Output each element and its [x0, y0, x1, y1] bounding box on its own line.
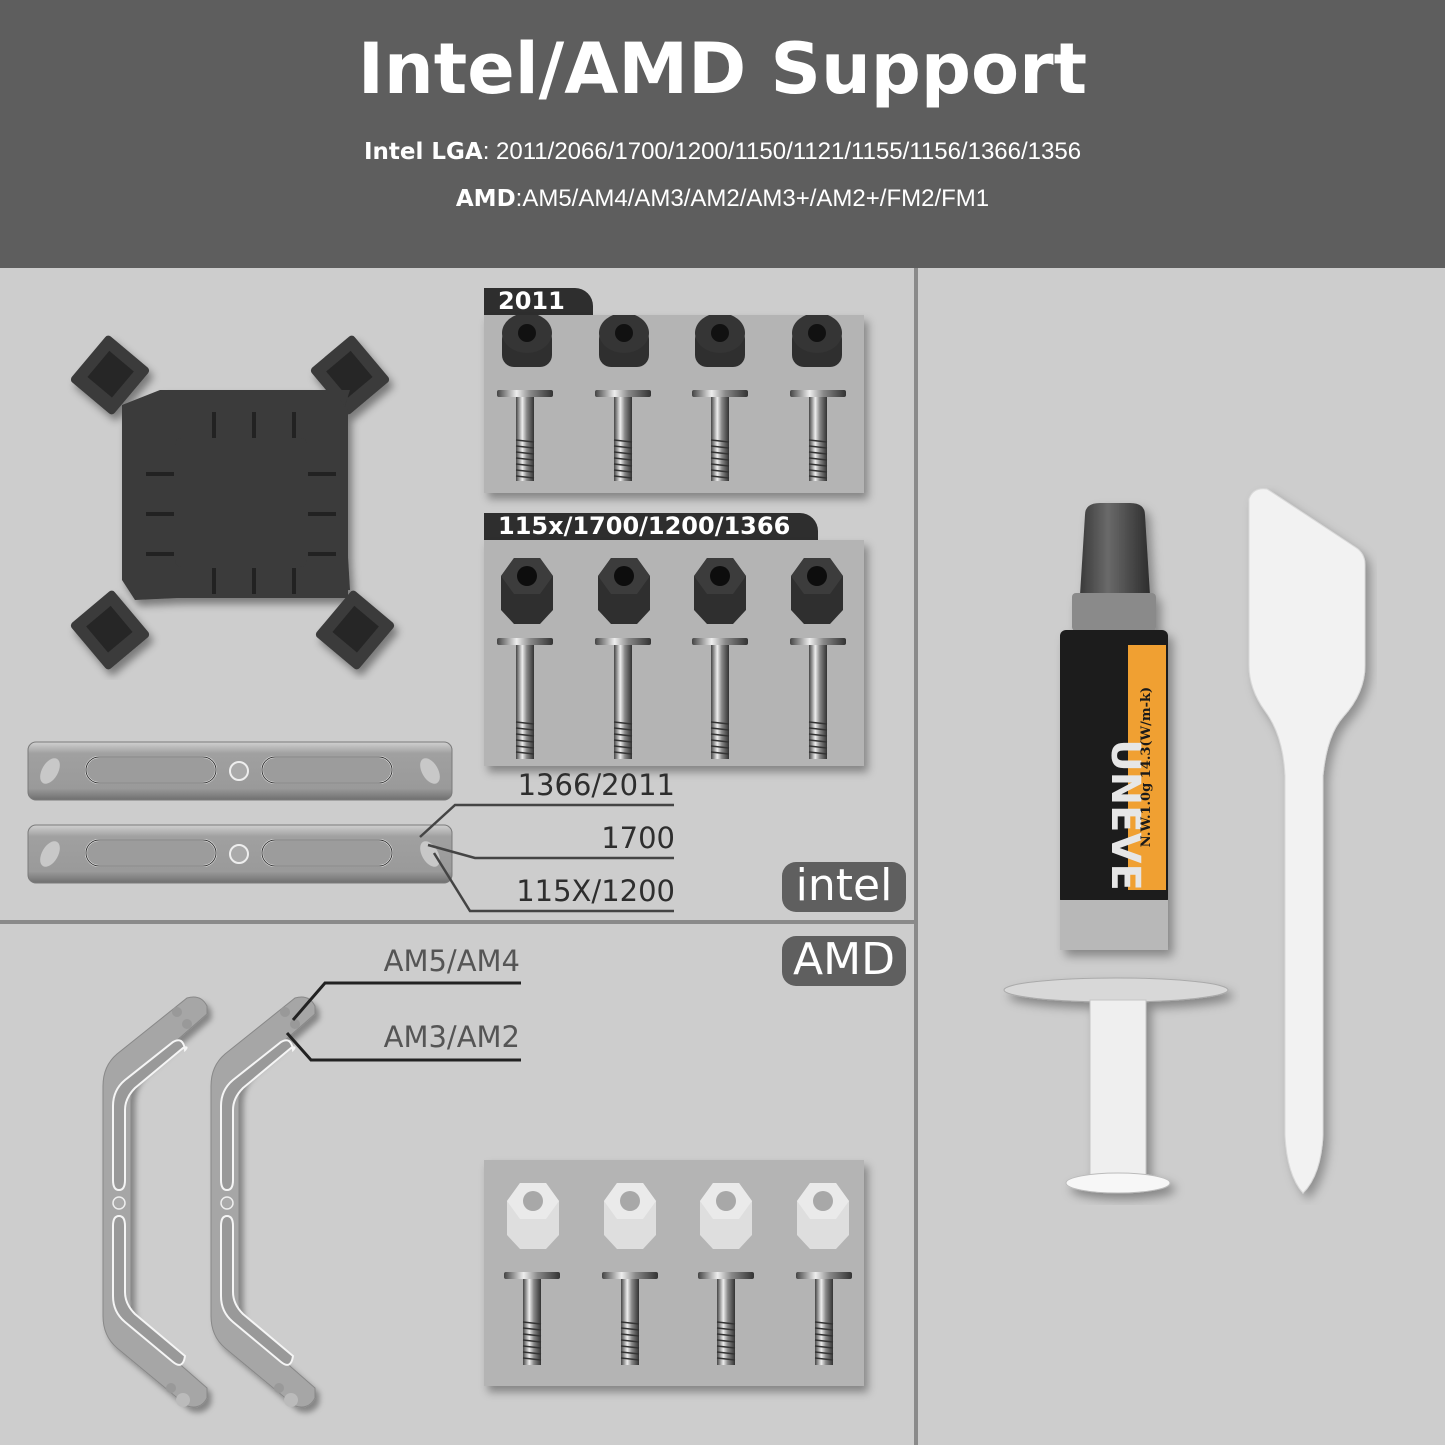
horizontal-divider: [0, 920, 916, 924]
amd-support-line: AMD:AM5/AM4/AM3/AM2/AM3+/AM2+/FM2/FM1: [0, 185, 1445, 213]
standoff-panel-115x: [484, 540, 864, 766]
amd-callout-lines: [285, 975, 525, 1065]
standoff-tag-115x: 115x/1700/1200/1366: [484, 513, 819, 540]
intel-backplate-icon: [50, 330, 410, 680]
standoff-panel-2011: [484, 315, 864, 493]
amd-hole-label-am5-am4: AM5/AM4: [383, 944, 520, 978]
thermal-spatula-icon: [1235, 485, 1385, 1205]
vertical-divider: [914, 268, 918, 1445]
header-banner: Intel/AMD Support Intel LGA: 2011/2066/1…: [0, 0, 1445, 268]
intel-support-line: Intel LGA: 2011/2066/1700/1200/1150/1121…: [0, 138, 1445, 166]
amd-label: AMD: [455, 186, 516, 212]
thermal-paste-syringe-icon: UNEVE N.W.1.0g 14.3(W/m-k): [1000, 495, 1240, 1205]
standoff-panel-amd: [484, 1160, 864, 1386]
amd-hole-label-am3-am2: AM3/AM2: [383, 1020, 520, 1054]
standoff-tag-2011: 2011: [484, 288, 593, 315]
amd-sockets: :AM5/AM4/AM3/AM2/AM3+/AM2+/FM2/FM1: [515, 185, 990, 212]
amd-badge: AMD: [782, 936, 906, 986]
intel-badge: intel: [782, 862, 906, 912]
paste-spec-text: N.W.1.0g 14.3(W/m-k): [1139, 687, 1154, 847]
intel-label: Intel LGA: [363, 139, 483, 165]
intel-callout-lines: [400, 795, 680, 915]
intel-hole-label-1366-2011: 1366/2011: [517, 768, 675, 802]
intel-hole-label-115x-1200: 115X/1200: [516, 874, 675, 908]
paste-brand-text: UNEVE: [1102, 739, 1148, 891]
page-title: Intel/AMD Support: [357, 28, 1088, 110]
intel-sockets: : 2011/2066/1700/1200/1150/1121/1155/115…: [482, 138, 1082, 165]
intel-hole-label-1700: 1700: [601, 821, 675, 855]
